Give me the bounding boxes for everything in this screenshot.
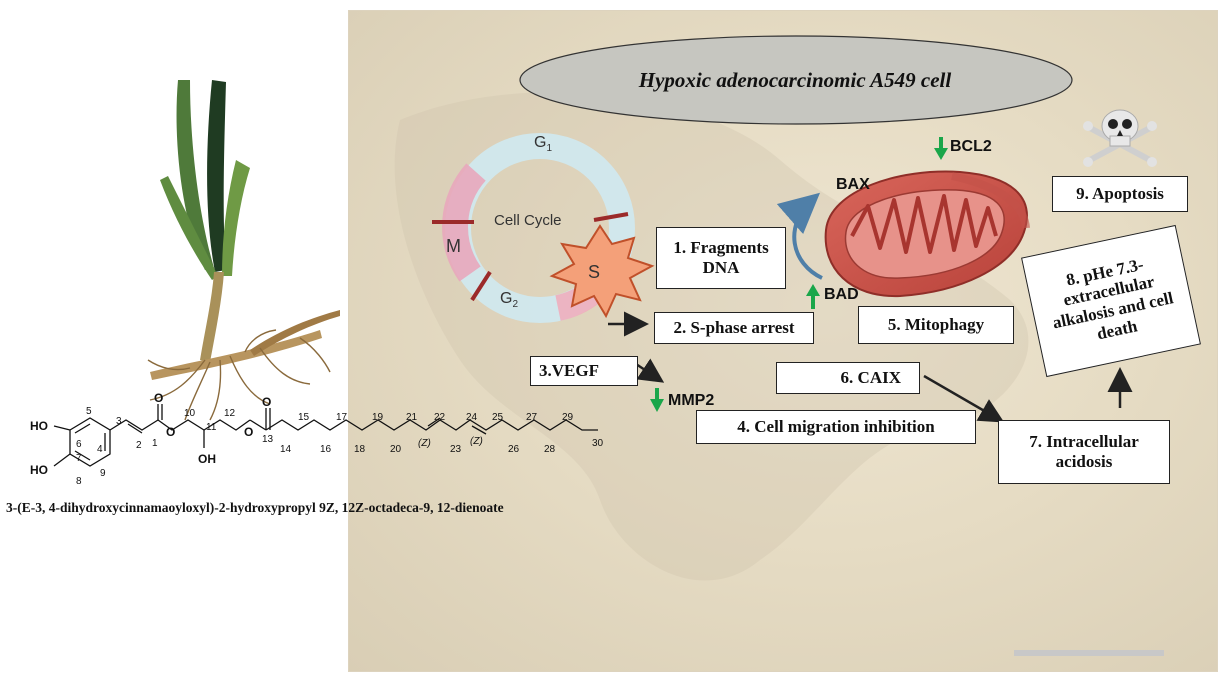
svg-text:12: 12 <box>224 408 236 419</box>
svg-text:O: O <box>262 395 271 409</box>
plant-illustration <box>147 80 340 421</box>
svg-text:7: 7 <box>76 453 82 464</box>
svg-text:3: 3 <box>116 416 122 427</box>
svg-text:1: 1 <box>152 438 158 449</box>
svg-text:18: 18 <box>354 444 366 455</box>
svg-text:4: 4 <box>97 444 103 455</box>
green-down-arrow-icon <box>650 388 664 412</box>
step-9-apoptosis: 9. Apoptosis <box>1052 176 1188 212</box>
title-text: Hypoxic adenocarcinomic A549 cell <box>638 68 952 92</box>
s-phase-label: S <box>588 262 601 282</box>
step-6-caix: 6. CAIX <box>776 362 920 394</box>
svg-text:10: 10 <box>184 408 196 419</box>
svg-text:26: 26 <box>508 444 520 455</box>
svg-text:6: 6 <box>76 439 82 450</box>
svg-text:16: 16 <box>320 444 332 455</box>
step-3-vegf: 3.VEGF <box>530 356 638 386</box>
title-ellipse <box>519 35 1073 125</box>
svg-text:13: 13 <box>262 434 274 445</box>
svg-text:20: 20 <box>390 444 402 455</box>
svg-text:2: 2 <box>136 440 142 451</box>
svg-text:8: 8 <box>76 476 82 487</box>
svg-text:11: 11 <box>206 422 217 433</box>
step-1-fragments-dna: 1. Fragments DNA <box>656 227 786 289</box>
skull-crossbones-icon <box>1083 109 1157 167</box>
svg-text:27: 27 <box>526 412 538 423</box>
svg-text:25: 25 <box>492 412 504 423</box>
green-up-arrow-icon <box>806 284 820 309</box>
svg-text:HO: HO <box>30 463 48 477</box>
chemical-labels: HO HO OH O O O O (Z) (Z) 1 2 3 4 5 6 7 8… <box>30 391 604 487</box>
arrow-vegf-to-mmp2 <box>635 358 665 383</box>
svg-text:(Z): (Z) <box>418 438 431 449</box>
svg-text:HO: HO <box>30 419 48 433</box>
svg-text:O: O <box>154 391 163 405</box>
svg-text:14: 14 <box>280 444 292 455</box>
bad-label: BAD <box>824 286 859 303</box>
svg-text:9: 9 <box>100 468 106 479</box>
g2-label: G2 <box>500 290 519 311</box>
bad-to-bax-arrow <box>776 192 823 280</box>
s-phase-burst <box>549 224 655 319</box>
svg-text:29: 29 <box>562 412 574 423</box>
green-down-arrow-icon <box>934 137 948 160</box>
m-phase-label: M <box>446 236 461 256</box>
svg-text:O: O <box>166 425 175 439</box>
svg-text:24: 24 <box>466 412 478 423</box>
mmp2-label: MMP2 <box>668 392 715 409</box>
svg-text:17: 17 <box>336 412 348 423</box>
svg-text:22: 22 <box>434 412 446 423</box>
svg-text:15: 15 <box>298 412 310 423</box>
svg-text:21: 21 <box>406 412 418 423</box>
cell-cycle-diagram <box>432 133 655 323</box>
svg-text:OH: OH <box>198 452 216 466</box>
svg-text:19: 19 <box>372 412 384 423</box>
step-7-intracellular-acidosis: 7. Intracellular acidosis <box>998 420 1170 484</box>
bax-label: BAX <box>836 176 870 193</box>
step-2-s-phase-arrest: 2. S-phase arrest <box>654 312 814 344</box>
svg-text:(Z): (Z) <box>470 436 483 447</box>
scale-bar <box>1014 650 1164 656</box>
cell-cycle-label: Cell Cycle <box>494 212 562 229</box>
step-4-cell-migration-inhibition: 4. Cell migration inhibition <box>696 410 976 444</box>
step-5-mitophagy: 5. Mitophagy <box>858 306 1014 344</box>
compound-name: 3-(E-3, 4-dihydroxycinnamaoyloxyl)-2-hyd… <box>6 500 504 515</box>
svg-text:30: 30 <box>592 438 604 449</box>
arrow-caix-to-acidosis <box>923 374 1005 423</box>
g1-label: G1 <box>534 134 553 155</box>
svg-text:O: O <box>244 425 253 439</box>
chemical-structure <box>53 404 598 467</box>
bcl2-label: BCL2 <box>950 138 992 155</box>
svg-text:28: 28 <box>544 444 556 455</box>
mitochondrion-illustration <box>824 170 1030 298</box>
svg-text:23: 23 <box>450 444 462 455</box>
svg-text:5: 5 <box>86 406 92 417</box>
